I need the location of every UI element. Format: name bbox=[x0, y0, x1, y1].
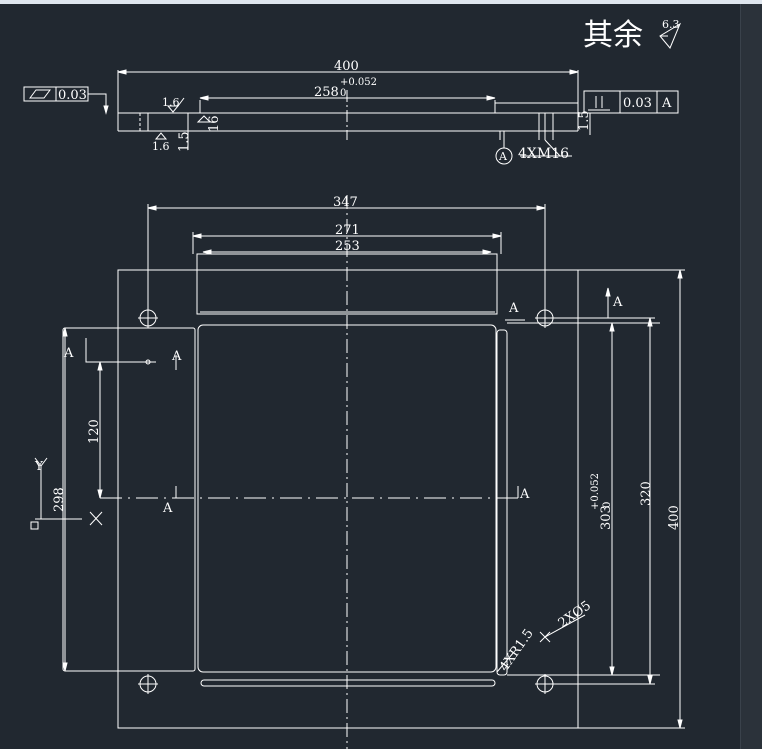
dim-pocket-tol-upper: +0.052 bbox=[340, 77, 377, 88]
section-label-4: A bbox=[519, 487, 530, 502]
datum-circle-label: A bbox=[498, 150, 508, 163]
dim-depth: 16 bbox=[207, 115, 222, 132]
fillet-note: 4XR1.5 bbox=[497, 626, 537, 674]
section-label-5: A bbox=[508, 301, 519, 316]
section-label-2: A bbox=[171, 349, 182, 364]
drawing-labels: 其余 6.3 0.03 400 +0.052 258 0 1.6 1.6 1.5… bbox=[34, 18, 682, 674]
dim-overall-side: 400 bbox=[334, 59, 359, 74]
dim-pocket-side: 258 bbox=[314, 85, 339, 100]
dim-offset: 120 bbox=[87, 419, 102, 444]
roughness-bottom: 1.6 bbox=[152, 140, 170, 153]
parallel-value: 0.03 bbox=[623, 96, 652, 111]
vertical-scrollbar[interactable] bbox=[740, 4, 762, 749]
thread-note: 4XM16 bbox=[518, 146, 569, 162]
dim-thickness-left: 1.5 bbox=[177, 131, 192, 152]
drawing-geometry bbox=[23, 22, 685, 749]
dim-hole-spacing: 347 bbox=[333, 195, 358, 210]
surface-finish-value: 6.3 bbox=[662, 18, 680, 31]
ucs-y-label: Y bbox=[34, 459, 44, 473]
section-label-1: A bbox=[63, 346, 74, 361]
dim-pocket-outer: 271 bbox=[335, 223, 360, 238]
surface-finish-note: 其余 bbox=[583, 18, 643, 53]
pocket-outline bbox=[197, 324, 497, 673]
dim-height-total: 400 bbox=[667, 505, 682, 530]
plate-outline bbox=[117, 269, 579, 729]
section-label-6: A bbox=[612, 295, 623, 310]
flatness-value: 0.03 bbox=[58, 88, 87, 103]
dim-pocket-tol-lower: 0 bbox=[340, 88, 346, 99]
dim-height-holes: 320 bbox=[639, 481, 654, 506]
roughness-top: 1.6 bbox=[162, 96, 180, 109]
dim-height-inner-tol-upper: +0.052 bbox=[590, 473, 601, 510]
dim-thickness-right: 1.5 bbox=[577, 110, 592, 131]
section-label-3: A bbox=[162, 501, 173, 516]
dim-left-height: 298 bbox=[52, 487, 67, 512]
hole-note: 2XØ5 bbox=[556, 598, 594, 631]
parallel-datum: A bbox=[661, 96, 672, 111]
dim-height-inner-tol-lower: 0 bbox=[602, 502, 613, 508]
dim-pocket-inner: 253 bbox=[335, 239, 360, 254]
cad-drawing-canvas[interactable]: 其余 6.3 0.03 400 +0.052 258 0 1.6 1.6 1.5… bbox=[0, 0, 740, 749]
dim-height-inner: 303 bbox=[599, 505, 614, 530]
window-title-bar bbox=[0, 0, 762, 4]
mounting-holes bbox=[138, 308, 555, 694]
